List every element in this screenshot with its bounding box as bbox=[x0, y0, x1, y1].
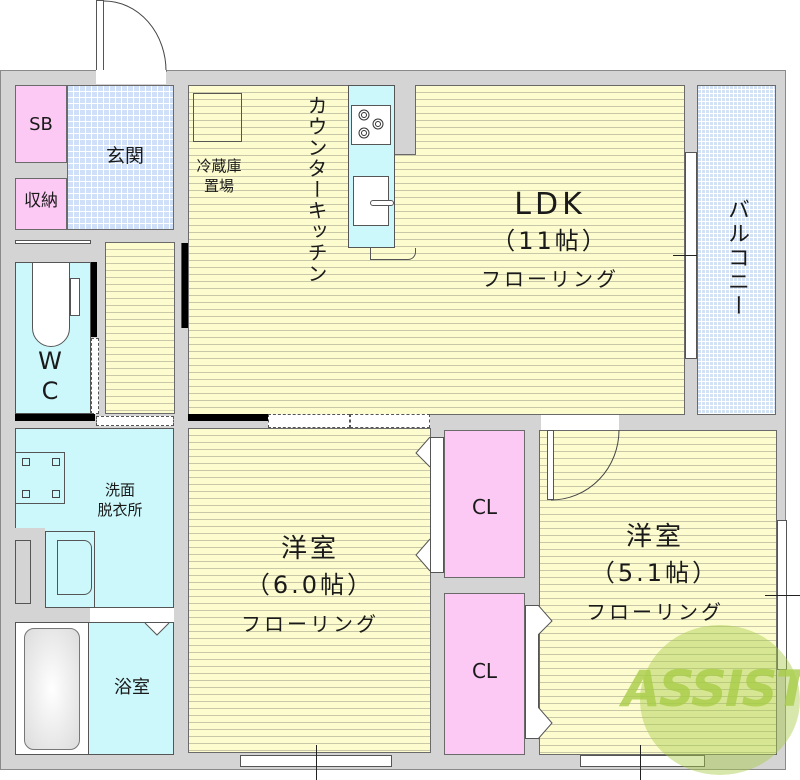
storage-label: 収納 bbox=[24, 191, 58, 211]
bedroom1-sliding-door-b[interactable] bbox=[350, 414, 430, 428]
closet2-door-arrow-icon bbox=[538, 605, 553, 740]
bathroom-label: 浴室 bbox=[114, 677, 150, 698]
toilet-icon bbox=[32, 262, 70, 347]
closet2-label: CL bbox=[471, 659, 498, 683]
washroom-label-1: 洗面 bbox=[104, 481, 135, 499]
closet1-door[interactable] bbox=[430, 437, 444, 573]
hallway bbox=[105, 242, 175, 414]
sink-basin-icon bbox=[57, 540, 92, 595]
watermark-circle bbox=[640, 625, 800, 775]
hall-sliding-door-left bbox=[90, 262, 97, 337]
bedroom2-door-swing-icon bbox=[550, 429, 620, 501]
entrance-floor bbox=[67, 85, 174, 230]
closet2 bbox=[444, 593, 525, 755]
washer-foot-icon bbox=[52, 490, 60, 498]
hall-wall-black bbox=[182, 243, 189, 328]
bedroom2-window[interactable] bbox=[580, 755, 705, 767]
bedroom2-floor: フローリング bbox=[586, 600, 724, 624]
bedroom1-size: （6.0帖） bbox=[245, 571, 375, 599]
toilet-tank-icon bbox=[70, 278, 80, 316]
bedroom2-name: 洋室 bbox=[625, 522, 684, 552]
kitchen-wall bbox=[394, 85, 416, 155]
ldk-floor: フローリング bbox=[481, 267, 619, 291]
bedroom2-door[interactable] bbox=[547, 430, 554, 500]
faucet-icon bbox=[370, 200, 394, 206]
entrance-label: 玄関 bbox=[105, 145, 144, 167]
pipe-space bbox=[15, 540, 31, 604]
closet1-label: CL bbox=[471, 495, 498, 519]
bathtub-basin-icon bbox=[24, 628, 80, 750]
washer-foot-icon bbox=[52, 458, 60, 466]
bedroom1-sliding-door-a[interactable] bbox=[268, 414, 350, 428]
balcony bbox=[697, 85, 776, 415]
bedroom2-door-opening[interactable] bbox=[541, 415, 619, 430]
bathroom-door-opening[interactable] bbox=[90, 608, 174, 622]
bath-door-triangle-icon bbox=[144, 622, 170, 636]
wc-bottom-wall bbox=[15, 414, 95, 421]
stove-icon bbox=[351, 105, 391, 145]
kitchen-label: カウンターキッチン bbox=[304, 95, 328, 284]
closet2-door[interactable] bbox=[525, 605, 539, 739]
bedroom1 bbox=[188, 428, 431, 753]
washroom-door[interactable] bbox=[96, 416, 174, 426]
shelf-line bbox=[15, 240, 91, 244]
ldk-name: LDK bbox=[514, 187, 586, 222]
fridge-label-2: 置場 bbox=[203, 177, 234, 195]
ldk-room bbox=[188, 85, 685, 415]
shoe-box-label: SB bbox=[29, 114, 53, 135]
window-mark bbox=[673, 255, 709, 256]
bedroom1-floor: フローリング bbox=[241, 612, 379, 636]
fridge-space-icon bbox=[193, 93, 242, 142]
wc-door[interactable] bbox=[91, 338, 99, 414]
wc-label-w: W bbox=[38, 347, 62, 375]
entrance-opening bbox=[96, 70, 166, 84]
washer-foot-icon bbox=[22, 490, 30, 498]
ldk-size: （11帖） bbox=[491, 227, 609, 255]
fridge-label-1: 冷蔵庫 bbox=[196, 157, 242, 175]
closet1 bbox=[444, 430, 525, 578]
bedroom2-size: （5.1帖） bbox=[590, 559, 720, 587]
window-mark bbox=[765, 595, 800, 596]
entrance-door-swing-icon bbox=[103, 0, 167, 73]
bedroom2 bbox=[539, 430, 777, 755]
counter-end bbox=[370, 248, 416, 260]
wc-label-c: C bbox=[41, 377, 59, 405]
window-mark bbox=[316, 745, 317, 780]
washing-machine-icon bbox=[15, 452, 65, 504]
washroom-label-2: 脱衣所 bbox=[97, 501, 143, 519]
bedroom1-name: 洋室 bbox=[280, 534, 339, 564]
vanity-sink-icon bbox=[45, 531, 95, 608]
balcony-label: バルコニー bbox=[724, 198, 749, 318]
watermark-text: ASSIST bbox=[622, 660, 800, 718]
partition-black bbox=[188, 414, 270, 421]
window-mark bbox=[640, 745, 641, 780]
storage bbox=[15, 178, 67, 230]
shoe-box bbox=[15, 85, 67, 163]
washer-foot-icon bbox=[22, 458, 30, 466]
closet1-door-arrow-icon bbox=[415, 437, 431, 572]
burner-icon bbox=[358, 109, 384, 139]
